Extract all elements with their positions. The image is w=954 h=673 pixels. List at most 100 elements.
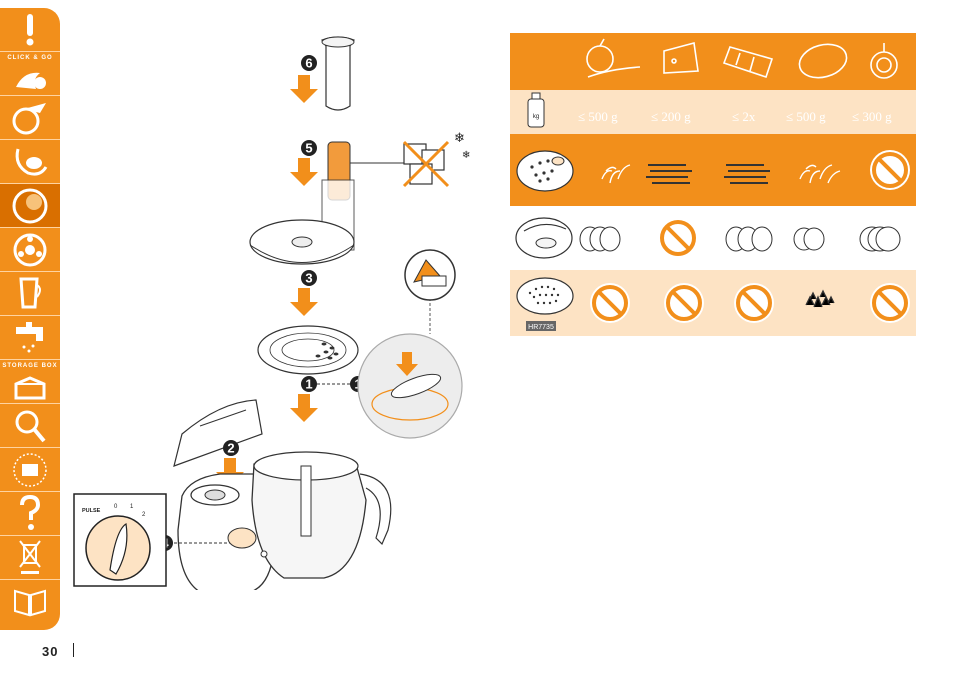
- svg-text:kg: kg: [533, 114, 539, 120]
- storage-box-icon: [14, 375, 46, 399]
- tab-chopping[interactable]: [0, 140, 60, 184]
- tab-cleaning[interactable]: [0, 316, 60, 360]
- lid-illustration: [249, 179, 355, 265]
- dial-zero-label: 0: [114, 504, 118, 510]
- quantity-apple-carrot: ≤ 500 g: [578, 109, 618, 124]
- table-quantity-row: [510, 90, 916, 134]
- lock-detail-icon: [404, 249, 456, 301]
- chopping-icon: [15, 148, 48, 176]
- sidebar-nav: CLICK & GO STO: [0, 8, 60, 630]
- assembly-illustration: 6 5 ❄ ❄ 3: [73, 36, 470, 590]
- page-divider: [73, 643, 74, 657]
- step-2-label: 2: [227, 441, 234, 456]
- grating-disc-illustration: [257, 325, 359, 375]
- tab-grating[interactable]: [0, 184, 60, 228]
- dial-pulse-label: PULSE: [82, 508, 101, 514]
- step-6-label: 6: [305, 56, 312, 71]
- question-icon: [20, 494, 41, 530]
- svg-text:❄: ❄: [462, 150, 470, 161]
- tab-blender[interactable]: [0, 272, 60, 316]
- not-allowed-icon: [734, 283, 774, 323]
- processing-table: kg ≤ 500 g ≤ 200 g ≤ 2x ≤ 500 g ≤ 300 g: [510, 33, 916, 336]
- fine-grated-potato-icon: [805, 289, 835, 308]
- tab-question[interactable]: [0, 492, 60, 536]
- speed-dial-inset: PULSE 0 1 2: [73, 493, 167, 587]
- arrow-icon: [290, 75, 318, 103]
- click-go-icon: [16, 72, 46, 89]
- tab-warning[interactable]: [0, 8, 60, 52]
- tab-disposal[interactable]: [0, 536, 60, 580]
- fine-grating-disc-icon: [516, 277, 574, 315]
- sliced-potato-icon: [793, 227, 825, 251]
- grating-disc-icon: [516, 150, 574, 192]
- pusher-illustration: [321, 36, 355, 111]
- step-3-badge: 3: [301, 270, 317, 286]
- disposal-icon: [19, 539, 41, 574]
- grated-bread-icon: [724, 164, 770, 184]
- step-1-label: 1: [305, 377, 312, 392]
- table-row-grating-disc: [510, 134, 916, 206]
- no-ice-icon: ❄ ❄: [402, 131, 470, 188]
- arrow-icon: [290, 288, 318, 316]
- step-2-badge: 2: [223, 440, 239, 456]
- step-3-label: 3: [305, 271, 312, 286]
- tab-storage-box[interactable]: STORAGE BOX: [0, 360, 60, 404]
- grated-cheese-icon: [646, 164, 692, 184]
- bowl-lid-illustration: [173, 399, 263, 467]
- svg-text:❄: ❄: [454, 131, 465, 146]
- tab-click-go[interactable]: CLICK & GO: [0, 52, 60, 96]
- apple-carrot-icon: [586, 38, 641, 78]
- not-allowed-icon: [658, 218, 698, 258]
- model-label: HR7735: [528, 324, 554, 331]
- guarantee-icon: [13, 452, 47, 487]
- table-row-slicing-disc: [510, 206, 916, 270]
- not-allowed-icon: [664, 283, 704, 323]
- sliced-onion-icon: [859, 226, 901, 252]
- slicing-disc-icon: [515, 217, 573, 259]
- tab-label-click-go: CLICK & GO: [7, 55, 53, 61]
- manual-book-icon: [14, 589, 46, 616]
- not-allowed-icon: [590, 283, 630, 323]
- cleaning-tap-icon: [16, 321, 43, 352]
- not-allowed-icon: [870, 150, 910, 190]
- grated-potato-icon: [799, 164, 841, 184]
- step-5-label: 5: [305, 141, 312, 156]
- tab-search[interactable]: [0, 404, 60, 448]
- not-allowed-icon: [870, 283, 910, 323]
- weight-icon: kg: [527, 92, 545, 128]
- quantity-bread: ≤ 2x: [732, 109, 756, 124]
- table-header-row: [510, 33, 916, 90]
- blender-icon: [19, 277, 41, 308]
- warning-icon: [26, 13, 34, 45]
- sliced-apple-carrot-icon: [579, 226, 621, 252]
- onion-icon: [870, 43, 898, 79]
- search-icon: [15, 410, 46, 442]
- tab-guarantee[interactable]: [0, 448, 60, 492]
- model-badge: [526, 321, 556, 331]
- page-number: 30: [42, 644, 59, 659]
- grated-apple-carrot-icon: [601, 164, 631, 184]
- quantity-onion: ≤ 300 g: [852, 109, 892, 124]
- step-6-badge: 6: [301, 55, 317, 71]
- tab-slicing[interactable]: [0, 96, 60, 140]
- quantity-cheese: ≤ 200 g: [651, 109, 691, 124]
- dial-two-label: 2: [142, 512, 146, 518]
- detail-zoom-illustration: [357, 333, 463, 439]
- bread-icon: [722, 46, 774, 79]
- step-5-badge: 5: [301, 140, 317, 156]
- arrow-icon: [290, 394, 318, 422]
- sliced-bread-icon: [725, 226, 773, 252]
- slicing-icon: [12, 102, 46, 134]
- step-1-badge: 1: [301, 376, 317, 392]
- disc-icon: [13, 233, 47, 266]
- food-processor-illustration: [177, 451, 392, 590]
- arrow-icon: [290, 158, 318, 186]
- tab-disc[interactable]: [0, 228, 60, 272]
- tab-label-storage-box: STORAGE BOX: [2, 363, 58, 369]
- cheese-icon: [663, 41, 699, 74]
- table-row-fine-grating-disc: [510, 270, 916, 336]
- quantity-potato: ≤ 500 g: [786, 109, 826, 124]
- potato-icon: [798, 43, 848, 79]
- grating-icon: [12, 188, 48, 223]
- tab-manual[interactable]: [0, 580, 60, 623]
